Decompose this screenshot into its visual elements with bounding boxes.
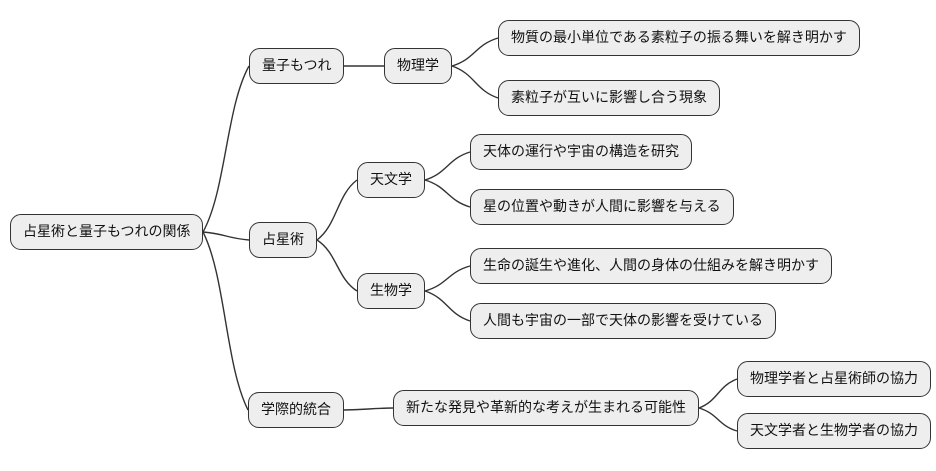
edge: [316, 179, 358, 241]
edge: [202, 231, 250, 241]
node-astronomy-detail-2: 星の位置や動きが人間に影響を与える: [470, 189, 734, 225]
node-physics-detail-2: 素粒子が互いに影響し合う現象: [498, 80, 720, 116]
edge: [202, 231, 249, 411]
node-quantum-entanglement: 量子もつれ: [249, 48, 345, 84]
edge: [424, 265, 471, 292]
node-collaboration-physicists-astrologers: 物理学者と占星術師の協力: [737, 361, 931, 397]
edge: [316, 239, 358, 292]
edge: [698, 378, 738, 409]
node-root: 占星術と量子もつれの関係: [10, 214, 204, 250]
node-physics: 物理学: [384, 48, 452, 84]
edge: [451, 65, 499, 99]
node-astrology: 占星術: [249, 222, 317, 258]
node-biology-detail-1: 生命の誕生や進化、人間の身体の仕組みを解き明かす: [470, 248, 832, 284]
node-new-discoveries-possibility: 新たな発見や革新的な考えが生まれる可能性: [393, 390, 699, 426]
node-collaboration-astronomers-biologists: 天文学者と生物学者の協力: [737, 413, 931, 449]
edge: [424, 290, 471, 322]
node-biology-detail-2: 人間も宇宙の一部で天体の影響を受けている: [470, 303, 776, 339]
edge: [202, 65, 250, 233]
edge: [343, 407, 394, 411]
node-astronomy: 天文学: [357, 162, 425, 198]
edge: [451, 37, 499, 67]
edge: [424, 151, 471, 181]
node-astronomy-detail-1: 天体の運行や宇宙の構造を研究: [470, 134, 692, 170]
node-biology: 生物学: [357, 273, 425, 309]
node-physics-detail-1: 物質の最小単位である素粒子の振る舞いを解き明かす: [498, 20, 860, 56]
edge: [424, 179, 471, 208]
edge: [698, 407, 738, 432]
node-interdisciplinary-integration: 学際的統合: [248, 392, 344, 428]
